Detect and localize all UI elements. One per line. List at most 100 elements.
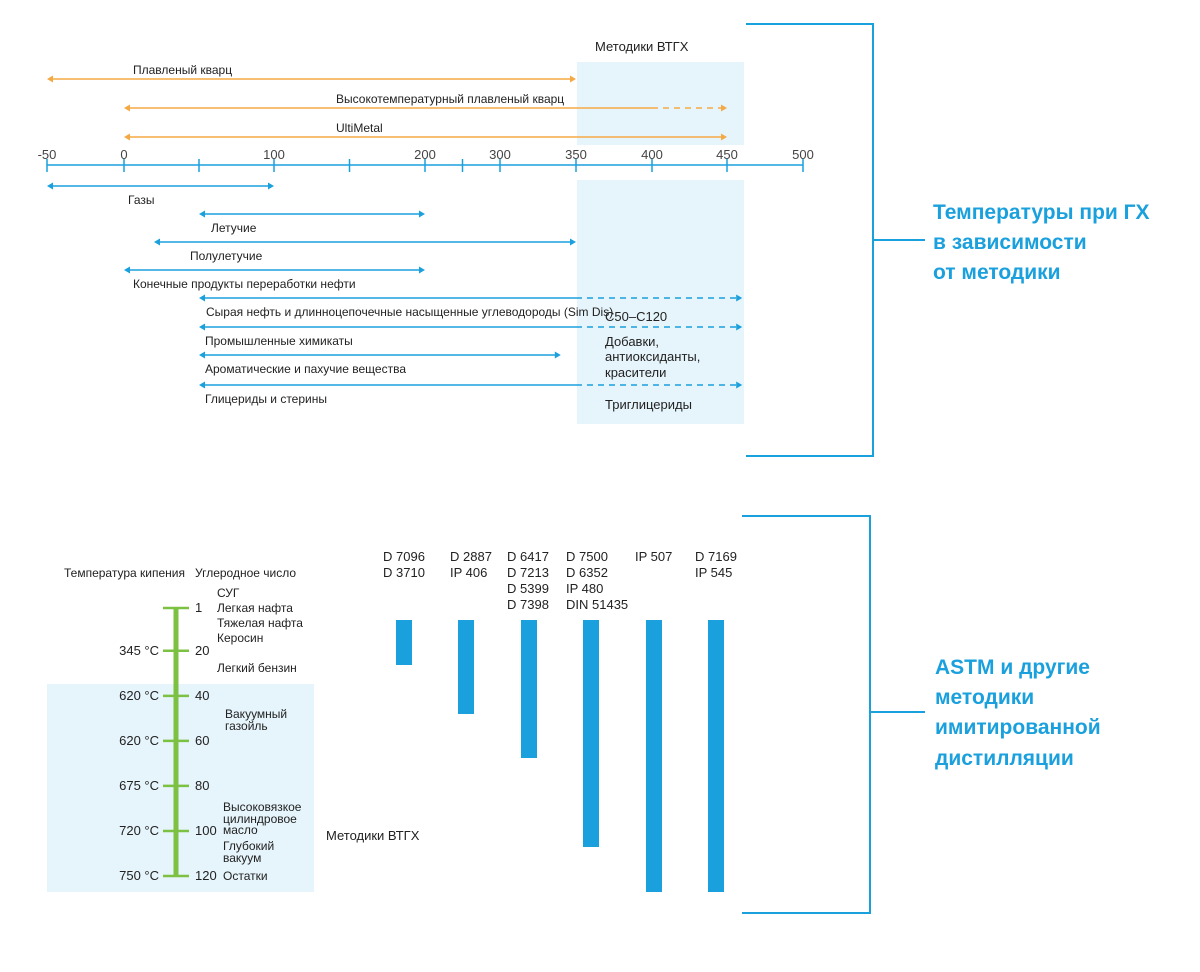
- method-range-bar: [396, 620, 412, 665]
- fraction-cylinder-3: масло: [223, 823, 258, 837]
- sample-range-5-arrow-right: [736, 294, 743, 302]
- htgc-shade-bottom: [47, 684, 314, 892]
- method-code: D 2887: [450, 549, 492, 564]
- note-additives-2: антиоксиданты,: [605, 349, 700, 364]
- column-range-2-arrow-right: [721, 104, 727, 112]
- sample-range-7-arrow-left: [199, 351, 205, 359]
- fraction-kerosene: Керосин: [217, 631, 263, 645]
- fraction-deep-vacuum-2: вакуум: [223, 851, 261, 865]
- axis-tick-label: 500: [792, 147, 814, 162]
- method-code: D 7500: [566, 549, 608, 564]
- method-code: D 5399: [507, 581, 549, 596]
- note-triglycerides: Триглицериды: [605, 397, 692, 412]
- sample-range-6-label: Промышленные химикаты: [205, 334, 353, 348]
- header-boiling-temp: Температура кипения: [64, 566, 185, 580]
- axis-tick-label: 200: [414, 147, 436, 162]
- sample-range-5-label: Сырая нефть и длинноцепочечные насыщенны…: [206, 305, 613, 319]
- caption-bottom-1: ASTM и другие: [935, 656, 1090, 679]
- sample-range-2-arrow-left: [199, 210, 205, 218]
- fraction-cylinder-2: цилиндровое: [223, 812, 297, 826]
- carbon-number-label: 60: [195, 733, 209, 748]
- fraction-light-naphtha: Легкая нафта: [217, 601, 293, 615]
- method-code: IP 545: [695, 565, 732, 580]
- fraction-vacuum-1: Вакуумный: [225, 707, 287, 721]
- sample-range-4-arrow-left: [124, 266, 130, 274]
- method-code: D 7213: [507, 565, 549, 580]
- column-range-3-label: UltiMetal: [336, 121, 383, 135]
- sample-range-3-arrow-left: [154, 238, 160, 246]
- boiling-temp-label: 620 °C: [119, 688, 159, 703]
- sample-range-1-label: Газы: [128, 193, 155, 207]
- bracket-top: [746, 23, 925, 457]
- carbon-number-label: 1: [195, 600, 202, 615]
- sample-range-7-label: Ароматические и пахучие вещества: [205, 362, 406, 376]
- column-range-1-arrow-left: [47, 75, 53, 83]
- axis-tick-label: 100: [263, 147, 285, 162]
- sample-range-7-arrow-right: [554, 351, 561, 359]
- caption-top-2: в зависимости: [933, 231, 1087, 254]
- sample-range-1-arrow-right: [268, 182, 274, 190]
- sample-range-6-arrow-right: [736, 323, 743, 331]
- htgc-shade-lower: [577, 180, 744, 424]
- caption-top-3: от методики: [933, 261, 1061, 284]
- simdis-section: Температура кипения Углеродное число 1 34…: [47, 515, 1101, 914]
- column-range-3-arrow-left: [124, 133, 130, 141]
- caption-bottom-4: дистилляции: [935, 747, 1074, 770]
- note-c50-c120: C50–C120: [605, 309, 667, 324]
- caption-top-1: Температуры при ГХ: [933, 201, 1150, 224]
- fraction-lpg: СУГ: [217, 586, 240, 600]
- sample-range-1-arrow-left: [47, 182, 53, 190]
- sample-range-8-label: Глицериды и стерины: [205, 392, 327, 406]
- method-code: D 6417: [507, 549, 549, 564]
- caption-bottom-3: имитированной: [935, 716, 1101, 739]
- sample-range-2-label: Летучие: [211, 221, 257, 235]
- method-range-bar: [458, 620, 474, 714]
- htgc-label-bottom: Методики ВТГХ: [326, 828, 420, 843]
- note-additives-1: Добавки,: [605, 334, 659, 349]
- method-code: D 3710: [383, 565, 425, 580]
- htgc-shade-upper: [577, 62, 744, 145]
- method-code: D 7398: [507, 597, 549, 612]
- fraction-heavy-naphtha: Тяжелая нафта: [217, 616, 303, 630]
- method-code: D 7169: [695, 549, 737, 564]
- method-code: D 6352: [566, 565, 608, 580]
- carbon-number-label: 120: [195, 868, 217, 883]
- axis-tick-label: 450: [716, 147, 738, 162]
- boiling-temp-label: 345 °C: [119, 643, 159, 658]
- axis-tick-label: 300: [489, 147, 511, 162]
- method-code: IP 480: [566, 581, 603, 596]
- sample-range-3-label: Полулетучие: [190, 249, 263, 263]
- column-range-2-arrow-left: [124, 104, 130, 112]
- fraction-vacuum-2: газойль: [225, 719, 268, 733]
- axis-tick-label: 400: [641, 147, 663, 162]
- column-range-3-arrow-right: [721, 133, 727, 141]
- method-range-bar: [646, 620, 662, 892]
- axis-tick-label: 350: [565, 147, 587, 162]
- sample-range-4-arrow-right: [419, 266, 425, 274]
- fraction-deep-vacuum-1: Глубокий: [223, 839, 274, 853]
- column-range-1-arrow-right: [570, 75, 576, 83]
- htgc-label-top: Методики ВТГХ: [595, 39, 689, 54]
- method-range-bar: [708, 620, 724, 892]
- column-range-2-label: Высокотемпературный плавленый кварц: [336, 92, 564, 106]
- fraction-light-gasoline: Легкий бензин: [217, 661, 297, 675]
- method-code: IP 507: [635, 549, 672, 564]
- boiling-temp-label: 750 °C: [119, 868, 159, 883]
- fraction-residues: Остатки: [223, 869, 268, 883]
- fraction-labels: СУГ Легкая нафта Тяжелая нафта Керосин Л…: [217, 586, 303, 883]
- sample-range-4-label: Конечные продукты переработки нефти: [133, 277, 356, 291]
- axis-tick-label: 0: [120, 147, 127, 162]
- sample-range-8-arrow-right: [736, 381, 743, 389]
- method-code: DIN 51435: [566, 597, 628, 612]
- sample-range-5-arrow-left: [199, 294, 205, 302]
- carbon-number-label: 100: [195, 823, 217, 838]
- sample-range-2-arrow-right: [419, 210, 425, 218]
- column-range-1-label: Плавленый кварц: [133, 63, 232, 77]
- header-carbon-number: Углеродное число: [195, 566, 296, 580]
